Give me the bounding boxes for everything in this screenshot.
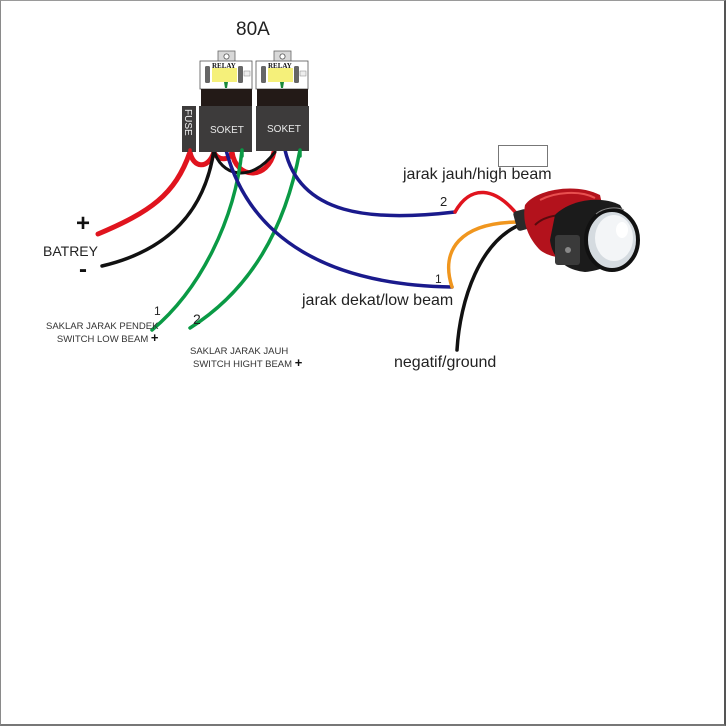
switch-high-beam-line2: SWITCH HIGHT BEAM bbox=[193, 359, 293, 370]
wire-low-beam-orange bbox=[446, 220, 522, 289]
switch-low-beam-plus-sign: + bbox=[150, 330, 159, 345]
relay-2-label: RELAY bbox=[268, 62, 292, 70]
relay-1-label: RELAY bbox=[212, 62, 236, 70]
high-beam-label: jarak jauh/high beam bbox=[403, 166, 552, 183]
socket-2-label: SOKET bbox=[267, 124, 301, 135]
high-beam-number: 2 bbox=[440, 194, 448, 209]
wire-battery-positive bbox=[95, 149, 193, 237]
wire-switch-high-beam bbox=[188, 148, 302, 330]
wire-switch-low-beam bbox=[150, 148, 244, 332]
wire-ground bbox=[455, 222, 524, 352]
fuse: FUSE bbox=[182, 106, 196, 152]
switch-high-beam-label: SAKLAR JARAK JAUH SWITCH HIGHT BEAM + bbox=[190, 346, 302, 370]
switch-high-beam-line1: SAKLAR JARAK JAUH bbox=[190, 346, 289, 357]
wire-red-jumper-2 bbox=[229, 149, 277, 176]
switch-low-beam-number: 1 bbox=[154, 304, 161, 318]
relay-2: RELAY bbox=[255, 50, 309, 106]
relay-2-window bbox=[268, 68, 293, 82]
switch-low-beam-line1: SAKLAR JARAK PENDEK bbox=[46, 321, 159, 332]
socket-1: SOKET bbox=[199, 106, 252, 152]
switch-high-beam-plus-sign: + bbox=[294, 355, 303, 370]
relay-1: RELAY bbox=[199, 50, 253, 106]
relay-1-window bbox=[212, 68, 237, 82]
switch-high-beam-number: 2 bbox=[193, 311, 201, 327]
battery-positive-sign: + bbox=[76, 210, 91, 237]
low-beam-label: jarak dekat/low beam bbox=[302, 292, 454, 309]
switch-low-beam-line2: SWITCH LOW BEAM bbox=[56, 334, 149, 345]
ground-label: negatif/ground bbox=[394, 354, 497, 371]
wire-high-beam-red bbox=[453, 190, 522, 220]
socket-1-label: SOKET bbox=[210, 125, 244, 136]
socket-2: SOKET bbox=[256, 106, 309, 151]
wire-battery-negative bbox=[100, 148, 216, 268]
switch-high-beam-line2-wrap: SWITCH HIGHT BEAM + bbox=[190, 355, 303, 370]
empty-label-box bbox=[498, 145, 548, 167]
switch-low-beam-line2-wrap: SWITCH LOW BEAM + bbox=[46, 330, 159, 345]
diagram-title: 80A bbox=[236, 19, 270, 40]
battery-negative-sign: - bbox=[79, 256, 87, 283]
battery-label: BATREY bbox=[43, 243, 98, 259]
wire-high-beam-blue bbox=[283, 148, 457, 218]
low-beam-number: 1 bbox=[435, 272, 442, 286]
switch-low-beam-label: SAKLAR JARAK PENDEK SWITCH LOW BEAM + bbox=[46, 321, 158, 345]
wire-low-beam-blue bbox=[224, 148, 454, 289]
fuse-label: FUSE bbox=[182, 109, 193, 136]
projector-headlight bbox=[513, 188, 640, 272]
